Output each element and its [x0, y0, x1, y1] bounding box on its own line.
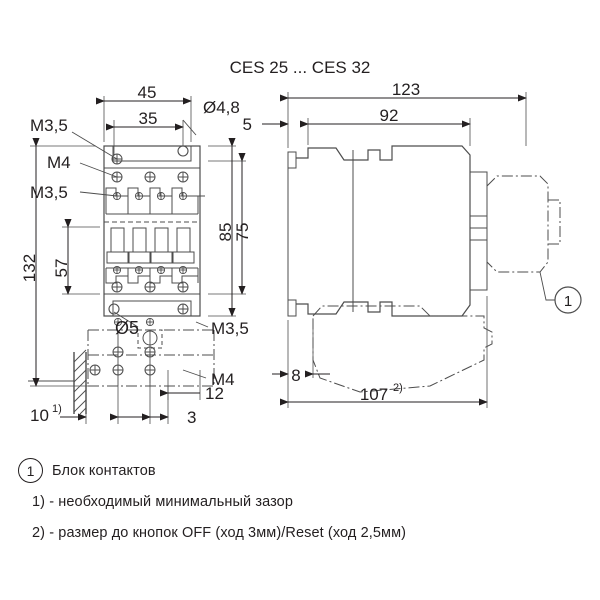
dimension-dia-4-8: Ø4,8 — [203, 98, 240, 117]
dimension-85: 75 — [233, 223, 252, 242]
thread-callout-m35-mid: M3,5 — [30, 183, 68, 202]
contact-block-outline — [486, 175, 561, 273]
dimension-12: 12 — [205, 384, 224, 403]
legend-label-note-2: 2) - размер до кнопок OFF (ход 3мм)/Rese… — [32, 524, 407, 541]
front-view-extension-lines — [30, 96, 246, 424]
dimension-10: 10 — [30, 406, 49, 425]
dimension-57: 57 — [52, 259, 71, 278]
front-view-geometry — [28, 145, 215, 415]
legend-item-note-2: 2) - размер до кнопок OFF (ход 3мм)/Rese… — [18, 517, 578, 548]
dimension-8: 8 — [291, 366, 300, 385]
side-view-extension-lines — [287, 92, 527, 408]
dimension-123: 123 — [392, 80, 420, 99]
thread-callout-m4-bottom: M4 — [211, 370, 235, 389]
dimension-92: 92 — [380, 106, 399, 125]
callout-bubble-1: 1 — [554, 286, 582, 314]
legend-item-note-1: 1) - необходимый минимальный зазор — [18, 486, 578, 517]
legend-bubble-1: 1 — [18, 458, 43, 483]
dimension-107: 107 — [360, 385, 388, 404]
thread-callout-m4-top: M4 — [47, 153, 71, 172]
pushbutton-envelope-outline — [312, 305, 493, 393]
legend-label-contact-block: Блок контактов — [52, 462, 156, 479]
side-view-dimension-lines — [262, 94, 527, 406]
legend-label-note-1: 1) - необходимый минимальный зазор — [32, 493, 293, 510]
mounting-base-outline — [87, 329, 215, 387]
thread-callout-m35-top: M3,5 — [30, 116, 68, 135]
dimension-10-superscript: 1) — [52, 403, 62, 415]
legend-item-contact-block: 1 Блок контактов — [18, 455, 578, 486]
side-view-dimension-texts: 123 92 5 8 107 2) — [243, 80, 421, 404]
page-title: CES 25 ... CES 32 — [230, 58, 371, 77]
callout-bubble-label: 1 — [564, 293, 572, 310]
clearance-wall-hatch — [73, 349, 87, 415]
dimension-dia-5: Ø5 — [115, 318, 139, 338]
mounting-hole-top — [177, 145, 189, 157]
dimension-5: 5 — [243, 115, 252, 134]
legend: 1 Блок контактов 1) - необходимый минима… — [18, 455, 578, 548]
dimension-45: 45 — [138, 83, 157, 102]
dimension-35: 35 — [139, 109, 158, 128]
front-view-dimension-lines — [32, 97, 246, 421]
front-view-thread-callouts: M3,5 M4 M3,5 M3,5 M4 — [30, 116, 249, 389]
dimension-132: 132 — [20, 254, 39, 282]
front-view-leader-lines — [71, 119, 209, 383]
thread-callout-m35-bottom: M3,5 — [211, 319, 249, 338]
callout-leader-line — [539, 271, 556, 301]
side-view-geometry — [287, 145, 561, 393]
front-view-dimension-texts: 45 35 Ø4,8 85 75 132 57 Ø5 10 1) 3 12 — [20, 83, 252, 427]
dimension-75: 85 — [216, 223, 235, 242]
dimension-107-superscript: 2) — [393, 382, 403, 394]
dimension-3: 3 — [187, 408, 196, 427]
mounting-hole-bottom — [108, 303, 120, 315]
